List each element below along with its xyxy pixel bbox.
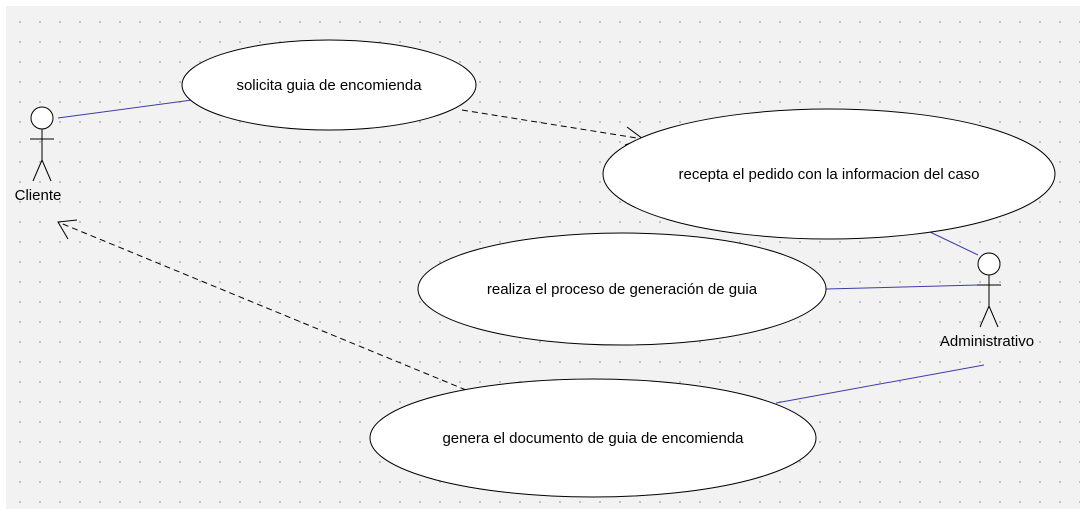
use-case-solicita[interactable]: solicita guia de encomienda bbox=[181, 39, 477, 131]
actor-administrativo-label: Administrativo bbox=[940, 333, 1034, 350]
use-case-solicita-label: solicita guia de encomienda bbox=[236, 77, 422, 94]
use-case-realiza-label: realiza el proceso de generación de guia bbox=[487, 281, 758, 298]
actor-cliente[interactable]: Cliente bbox=[15, 106, 62, 204]
dependency-genera-cliente[interactable] bbox=[57, 219, 467, 391]
use-case-recepta-label: recepta el pedido con la informacion del… bbox=[678, 166, 979, 183]
use-case-genera-label: genera el documento de guia de encomiend… bbox=[442, 430, 744, 447]
use-case-recepta[interactable]: recepta el pedido con la informacion del… bbox=[602, 108, 1056, 240]
actor-cliente-icon bbox=[30, 106, 54, 182]
actor-administrativo-icon bbox=[977, 252, 1001, 328]
association-recepta-administrativo[interactable] bbox=[929, 231, 979, 256]
association-cliente-solicita[interactable] bbox=[57, 99, 193, 119]
association-realiza-administrativo[interactable] bbox=[825, 284, 979, 290]
actor-cliente-label: Cliente bbox=[15, 187, 62, 204]
association-genera-administrativo[interactable] bbox=[775, 364, 985, 404]
use-case-realiza[interactable]: realiza el proceso de generación de guia bbox=[417, 232, 827, 346]
actor-administrativo[interactable]: Administrativo bbox=[940, 252, 1034, 350]
dependency-solicita-recepta[interactable] bbox=[461, 109, 645, 146]
use-case-genera[interactable]: genera el documento de guia de encomiend… bbox=[369, 378, 817, 498]
